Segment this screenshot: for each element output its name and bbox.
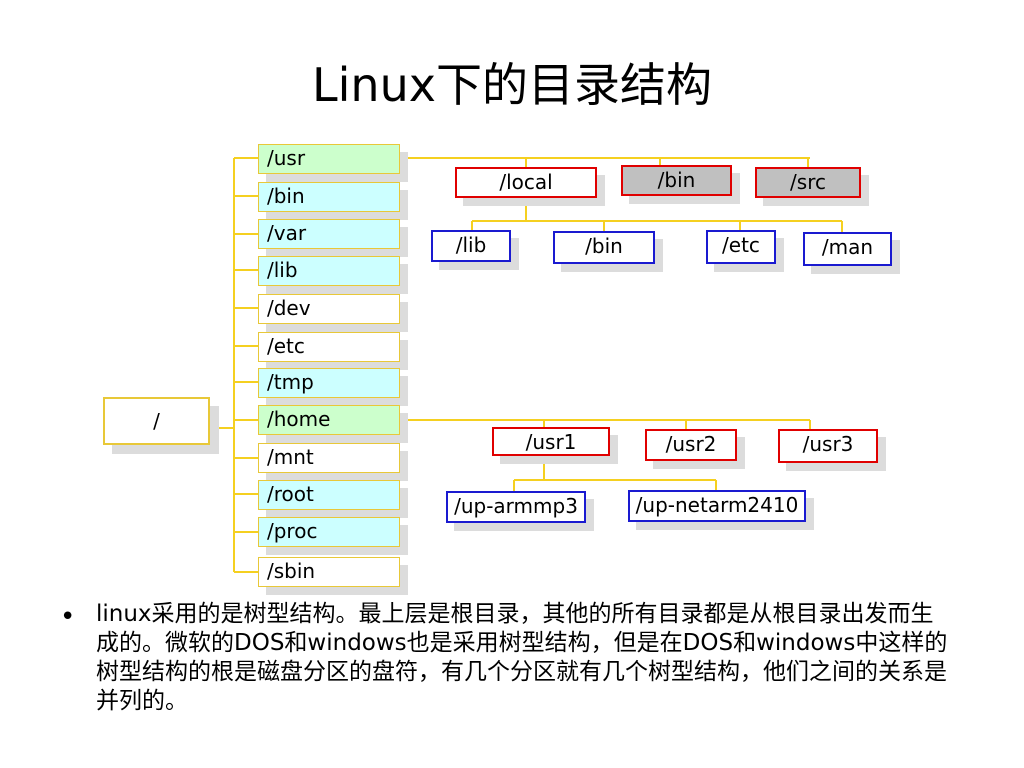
dir-node-mnt[interactable]: /mnt (258, 443, 400, 473)
dir-node-local-lib[interactable]: /lib (431, 230, 511, 262)
dir-node-bin[interactable]: /bin (258, 182, 400, 212)
dir-node-root[interactable]: /root (258, 480, 400, 510)
dir-node-sbin[interactable]: /sbin (258, 557, 400, 587)
dir-node-home-usr1[interactable]: /usr1 (492, 427, 610, 456)
dir-node-home-usr3[interactable]: /usr3 (778, 429, 878, 463)
dir-node-usr1-up-armmp3[interactable]: /up-armmp3 (446, 491, 586, 523)
dir-node-home[interactable]: /home (258, 405, 400, 435)
dir-node-etc[interactable]: /etc (258, 332, 400, 362)
dir-node-home-usr2[interactable]: /usr2 (645, 429, 737, 461)
tree-connectors (210, 157, 843, 573)
dir-node-local-man[interactable]: /man (803, 232, 892, 266)
root-directory-node[interactable]: / (103, 397, 210, 445)
slide-title: Linux下的目录结构 (312, 58, 712, 112)
dir-node-usr-bin[interactable]: /bin (621, 165, 732, 196)
dir-node-usr-local[interactable]: /local (455, 167, 597, 198)
bullet-icon: • (60, 602, 76, 632)
dir-node-proc[interactable]: /proc (258, 517, 400, 547)
dir-node-local-bin[interactable]: /bin (553, 231, 655, 264)
dir-node-lib[interactable]: /lib (258, 256, 400, 286)
bullet-paragraph: linux采用的是树型结构。最上层是根目录，其他的所有目录都是从根目录出发而生成… (96, 601, 948, 714)
dir-node-var[interactable]: /var (258, 219, 400, 249)
dir-node-tmp[interactable]: /tmp (258, 368, 400, 398)
dir-node-local-etc[interactable]: /etc (706, 230, 776, 264)
dir-node-usr1-up-netarm2410[interactable]: /up-netarm2410 (628, 490, 806, 522)
dir-node-usr-src[interactable]: /src (755, 167, 861, 198)
dir-node-dev[interactable]: /dev (258, 294, 400, 324)
dir-node-usr[interactable]: /usr (258, 144, 400, 174)
